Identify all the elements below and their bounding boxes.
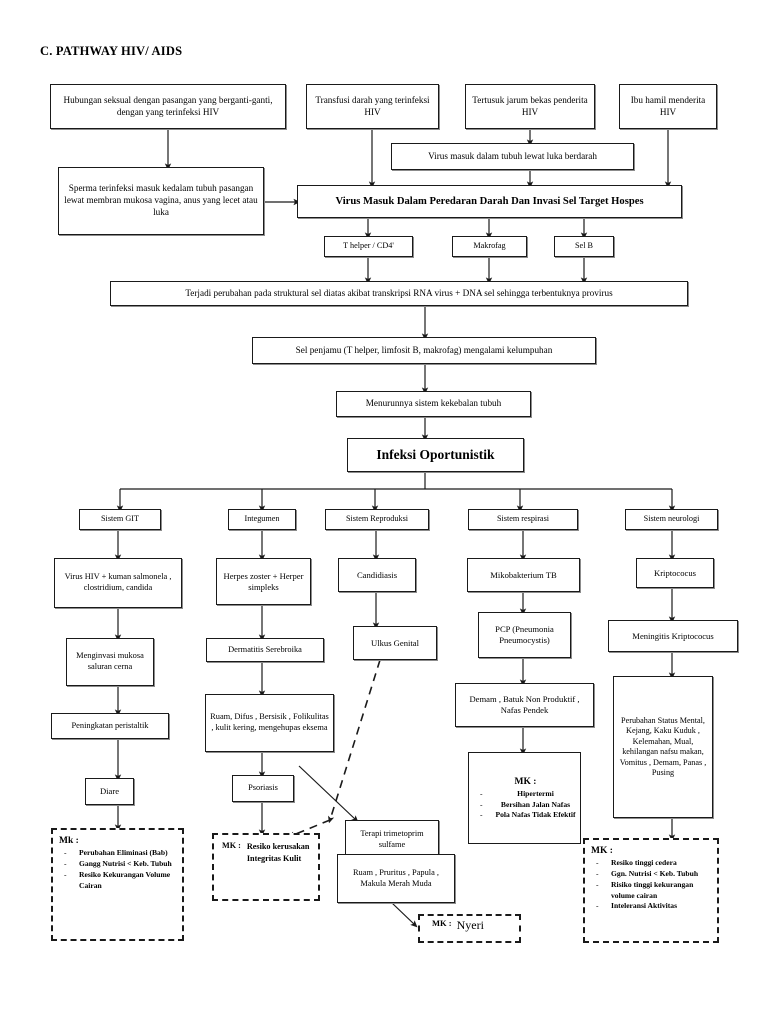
node-virus-kuman: Virus HIV + kuman salmonela , clostridiu… [54,558,182,608]
node-ruam-pruritus: Ruam , Pruritus , Papula , Makula Merah … [337,854,455,903]
mk-nyeri-head: MK : [432,918,452,928]
mk-neuro-item: Resiko tinggi cedera [591,858,713,869]
page-title: C. PATHWAY HIV/ AIDS [40,44,183,58]
node-tertusuk-jarum: Tertusuk jarum bekas penderita HIV [465,84,595,129]
mk-git-head: Mk : [59,836,79,846]
mk-respirasi-item: Bersihan Jalan Nafas [475,800,576,811]
mk-git-item: Gangg Nutrisi < Keb. Tubuh [59,859,178,870]
node-perubahan-status-mental: Perubahan Status Mental, Kejang, Kaku Ku… [613,676,713,818]
node-psoriasis: Psoriasis [232,775,294,802]
mk-git-item: Perubahan Eliminasi (Bab) [59,848,178,859]
node-virus-peredaran-darah: Virus Masuk Dalam Peredaran Darah Dan In… [297,185,682,218]
node-virus-luka-berdarah: Virus masuk dalam tubuh lewat luka berda… [391,143,634,170]
mk-neuro-list: Resiko tinggi cedera Ggn. Nutrisi < Keb.… [591,858,713,912]
node-ruam-difus: Ruam, Difus , Bersisik , Folikulitas , k… [205,694,334,752]
node-ibu-hamil: Ibu hamil menderita HIV [619,84,717,129]
mk-respirasi-item: Pola Nafas Tidak Efektif [475,810,576,821]
mk-respirasi-head: MK : [514,776,537,787]
node-demam-batuk: Demam , Batuk Non Produktif , Nafas Pend… [455,683,594,727]
node-candidiasis: Candidiasis [338,558,416,592]
node-t-helper-cd4: T helper / CD4' [324,236,413,257]
node-ulkus-genital: Ulkus Genital [353,626,437,660]
mk-respirasi-box: MK : Hipertermi Bersihan Jalan Nafas Pol… [468,752,581,844]
mk-nyeri-box: MK : Nyeri [418,914,521,943]
node-transfusi-darah: Transfusi darah yang terinfeksi HIV [306,84,439,129]
node-sistem-reproduksi: Sistem Reproduksi [325,509,429,530]
node-sel-b: Sel B [554,236,614,257]
mk-kulit-box: MK : Resiko kerusakan Integritas Kulit [212,833,320,901]
node-makrofag: Makrofag [452,236,527,257]
node-infeksi-oportunistik: Infeksi Oportunistik [347,438,524,472]
node-sistem-git: Sistem GIT [79,509,161,530]
mk-respirasi-list: Hipertermi Bersihan Jalan Nafas Pola Naf… [475,789,576,821]
node-pcp-pneumonia: PCP (Pneumonia Pneumocystis) [478,612,571,658]
node-dermatitis-serebroika: Dermatitis Serebroika [206,638,324,662]
node-sistem-respirasi: Sistem respirasi [468,509,578,530]
node-peningkatan-peristaltik: Peningkatan peristaltik [51,713,169,739]
node-sperma-terinfeksi: Sperma terinfeksi masuk kedalam tubuh pa… [58,167,264,235]
node-sel-penjamu: Sel penjamu (T helper, limfosit B, makro… [252,337,596,364]
node-sistem-neurologi: Sistem neurologi [625,509,718,530]
mk-neuro-item: Ggn. Nutrisi < Keb. Tubuh [591,869,713,880]
node-integumen: Integumen [228,509,296,530]
mk-nyeri-value: Nyeri [456,918,484,932]
mk-kulit-head: MK : [222,841,241,850]
node-menginvasi-mukosa: Menginvasi mukosa saluran cerna [66,638,154,686]
node-meningitis-kriptococus: Meningitis Kriptococus [608,620,738,652]
mk-kulit-body: Resiko kerusakan Integritas Kulit [246,842,310,864]
mk-git-list: Perubahan Eliminasi (Bab) Gangg Nutrisi … [59,848,178,891]
node-diare: Diare [85,778,134,805]
node-menurunnya-imun: Menurunnya sistem kekebalan tubuh [336,391,531,417]
node-herpes-zoster: Herpes zoster + Herper simpleks [216,558,311,605]
node-kriptococus: Kriptococus [636,558,714,588]
mk-git-item: Resiko Kekurangan Volume Cairan [59,870,178,892]
mk-neuro-head: MK : [591,846,613,856]
mk-respirasi-item: Hipertermi [475,789,576,800]
node-provirus: Terjadi perubahan pada struktural sel di… [110,281,688,306]
node-hubungan-seksual: Hubungan seksual dengan pasangan yang be… [50,84,286,129]
mk-neuro-box: MK : Resiko tinggi cedera Ggn. Nutrisi <… [583,838,719,943]
mk-neuro-item: Risiko tinggi kekurangan volume cairan [591,880,713,902]
node-mikobakterium-tb: Mikobakterium TB [467,558,580,592]
mk-neuro-item: Inteleransi Aktivitas [591,901,713,912]
mk-git-box: Mk : Perubahan Eliminasi (Bab) Gangg Nut… [51,828,184,941]
